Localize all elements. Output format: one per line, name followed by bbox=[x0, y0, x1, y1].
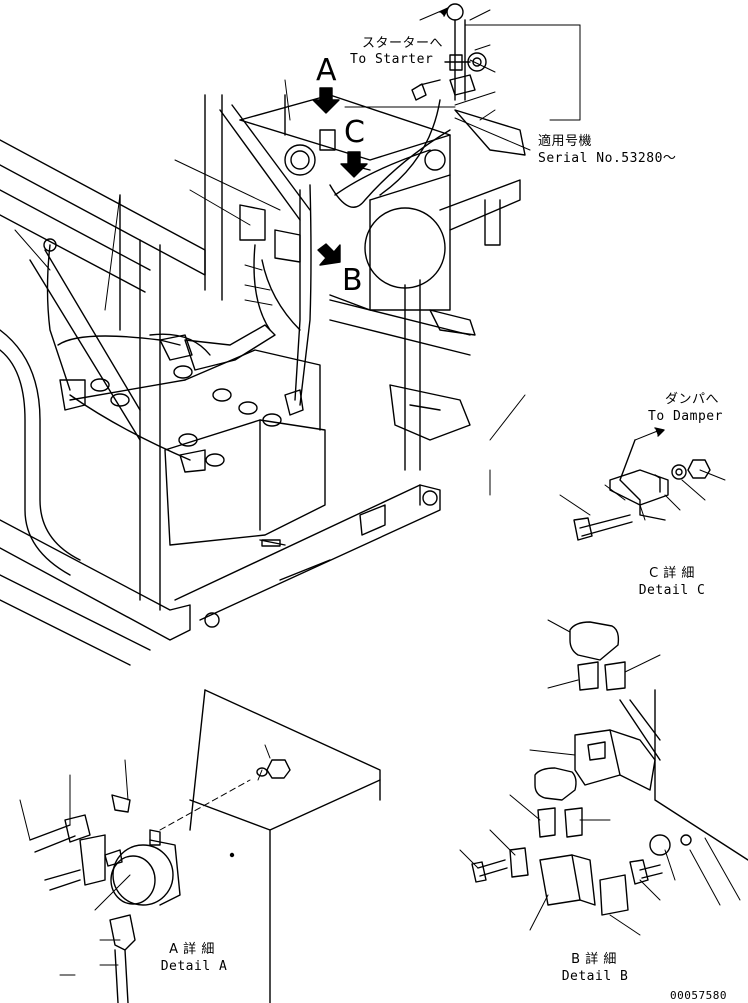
view-letter-c: C bbox=[344, 115, 365, 150]
to-damper-en-label: To Damper bbox=[648, 409, 723, 424]
view-arrows bbox=[312, 87, 368, 266]
starter-terminal bbox=[411, 52, 487, 101]
view-letter-a: A bbox=[316, 53, 337, 88]
to-starter-en-label: To Starter bbox=[350, 52, 434, 67]
detail-b-jp-label: B 詳 細 bbox=[571, 952, 617, 967]
frame-assembly bbox=[0, 94, 526, 666]
detail-a-jp-label: A 詳 細 bbox=[169, 942, 215, 957]
to-starter-jp-label: スターターへ bbox=[362, 36, 444, 51]
detail-c-en-label: Detail C bbox=[638, 583, 706, 598]
leader-lines bbox=[14, 9, 581, 496]
view-letter-b: B bbox=[342, 263, 363, 298]
batteries bbox=[69, 349, 326, 547]
detail-b-en-label: Detail B bbox=[561, 969, 629, 984]
serial-jp-label: 適用号機 bbox=[538, 134, 593, 149]
battery-box bbox=[239, 94, 451, 311]
serial-en-label: Serial No.53280〜 bbox=[538, 151, 677, 166]
detail-c-drawing bbox=[559, 427, 726, 541]
detail-b-drawing bbox=[459, 619, 748, 936]
cables bbox=[43, 3, 466, 473]
drawing-number: 00057580 bbox=[670, 989, 727, 1002]
detail-a-drawing bbox=[19, 689, 381, 1003]
detail-c-jp-label: C 詳 細 bbox=[649, 566, 695, 581]
detail-a-en-label: Detail A bbox=[160, 959, 228, 974]
to-damper-jp-label: ダンパへ bbox=[665, 392, 720, 407]
